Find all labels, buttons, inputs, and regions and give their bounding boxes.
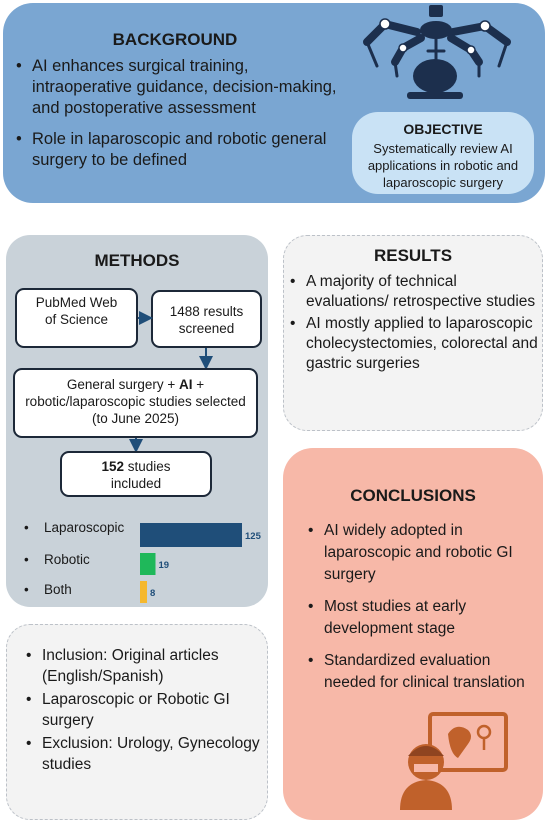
bar-value-laparoscopic: 125 xyxy=(245,531,262,542)
bar-value-robotic: 19 xyxy=(159,560,170,571)
bar-label-bullet: • xyxy=(24,520,29,535)
bar-label-robotic: Robotic xyxy=(44,552,90,567)
results-list: A majority of technical evaluations/ ret… xyxy=(290,272,538,376)
selected-text-post: + robotic/laparoscopic studies selected … xyxy=(25,377,246,426)
sources-box: PubMed Web of Science xyxy=(15,288,138,348)
included-box: 152 studies included xyxy=(60,451,212,497)
criteria-list: Inclusion: Original articles (English/Sp… xyxy=(26,646,262,778)
results-bullet: A majority of technical evaluations/ ret… xyxy=(290,272,538,312)
criteria-bullet: Laparoscopic or Robotic GI surgery xyxy=(26,690,262,731)
study-type-bar-chart: 125 19 8 xyxy=(140,523,262,603)
bar-label-both: Both xyxy=(44,582,72,597)
included-text: studies included xyxy=(110,459,171,491)
surgeon-monitor-icon xyxy=(400,712,508,810)
selected-text-ai: AI xyxy=(179,377,193,392)
background-bullet: AI enhances surgical training, intraoper… xyxy=(16,56,341,119)
conclusions-list: AI widely adopted in laparoscopic and ro… xyxy=(308,520,530,704)
bar-laparoscopic xyxy=(140,523,242,547)
background-list: AI enhances surgical training, intraoper… xyxy=(16,56,341,181)
conclusions-bullet: AI widely adopted in laparoscopic and ro… xyxy=(308,520,530,586)
conclusions-bullet: Most studies at early development stage xyxy=(308,596,530,640)
bar-both xyxy=(140,581,147,603)
methods-title: METHODS xyxy=(94,251,180,270)
surgical-robot-icon xyxy=(363,5,511,99)
included-count: 152 xyxy=(101,459,124,474)
bar-label-bullet: • xyxy=(24,552,29,567)
background-title: BACKGROUND xyxy=(112,30,238,49)
selected-text-pre: General surgery + xyxy=(66,377,180,392)
bar-label-laparoscopic: Laparoscopic xyxy=(44,520,125,535)
bar-robotic xyxy=(140,553,156,575)
conclusions-title: CONCLUSIONS xyxy=(350,486,476,505)
results-title: RESULTS xyxy=(373,246,453,265)
results-bullet: AI mostly applied to laparoscopic cholec… xyxy=(290,314,538,374)
selected-box: General surgery + AI + robotic/laparosco… xyxy=(13,368,258,438)
flow-arrows xyxy=(129,311,213,453)
background-bullet: Role in laparoscopic and robotic general… xyxy=(16,129,341,171)
objective-box: OBJECTIVE Systematically review AI appli… xyxy=(352,112,534,194)
bar-label-bullet: • xyxy=(24,582,29,597)
bar-value-both: 8 xyxy=(150,588,155,599)
sources-text: PubMed Web of Science xyxy=(35,295,118,327)
objective-text: Systematically review AI applications in… xyxy=(367,141,519,190)
screened-text: 1488 results screened xyxy=(169,304,244,336)
conclusions-bullet: Standardized evaluation needed for clini… xyxy=(308,650,530,694)
criteria-bullet: Inclusion: Original articles (English/Sp… xyxy=(26,646,262,687)
criteria-bullet: Exclusion: Urology, Gynecology studies xyxy=(26,734,262,775)
objective-title: OBJECTIVE xyxy=(403,121,483,137)
screened-box: 1488 results screened xyxy=(151,290,262,348)
